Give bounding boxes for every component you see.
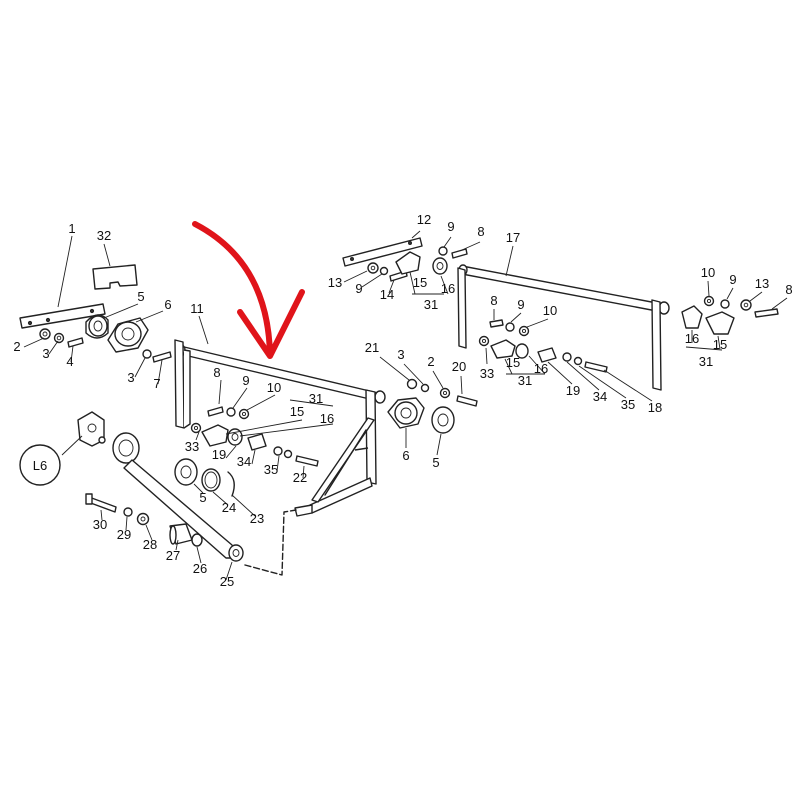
part-label-16: 16 — [441, 281, 455, 296]
hardware-33-34-35-22 — [190, 422, 319, 467]
part-label-26: 26 — [193, 561, 207, 576]
part-label-16: 16 — [534, 361, 548, 376]
part-label-13: 13 — [328, 275, 342, 290]
part-label-18: 18 — [648, 400, 662, 415]
callout-l6-text: L6 — [33, 458, 47, 473]
housing-6-left — [107, 317, 149, 353]
part-label-10: 10 — [701, 265, 715, 280]
bar-1 — [19, 303, 106, 329]
part-label-8: 8 — [490, 293, 497, 308]
part-label-21: 21 — [365, 340, 379, 355]
part-label-33: 33 — [185, 439, 199, 454]
part-label-31: 31 — [309, 391, 323, 406]
frame-11 — [174, 339, 386, 517]
part-label-6: 6 — [402, 448, 409, 463]
part-label-33: 33 — [480, 366, 494, 381]
part-label-9: 9 — [242, 373, 249, 388]
part-label-15: 15 — [290, 404, 304, 419]
part-label-29: 29 — [117, 527, 131, 542]
part-label-12: 12 — [417, 212, 431, 227]
leader-lines-misc — [23, 235, 209, 385]
part-label-28: 28 — [143, 537, 157, 552]
part-label-22: 22 — [293, 470, 307, 485]
part-label-4: 4 — [66, 354, 73, 369]
callout-l6: L6 — [19, 444, 61, 486]
part-label-16: 16 — [320, 411, 334, 426]
part-label-19: 19 — [212, 447, 226, 462]
part-label-25: 25 — [220, 574, 234, 589]
hardware-2-3-4 — [39, 328, 84, 348]
part-label-34: 34 — [237, 454, 251, 469]
part-label-19: 19 — [566, 383, 580, 398]
part-label-3: 3 — [127, 370, 134, 385]
bracket-15-16-right — [478, 335, 653, 402]
hardware-9-8-right-top — [438, 236, 481, 259]
part-label-8: 8 — [213, 365, 220, 380]
hardware-13-9-14 — [343, 262, 408, 294]
red-arrow-annotation — [192, 221, 305, 359]
part-label-35: 35 — [264, 462, 278, 477]
arm-25 — [112, 432, 244, 581]
part-label-8: 8 — [477, 224, 484, 239]
part-label-15: 15 — [413, 275, 427, 290]
bearing-5-right — [431, 406, 455, 456]
part-label-5: 5 — [137, 289, 144, 304]
part-label-10: 10 — [267, 380, 281, 395]
part-label-10: 10 — [543, 303, 557, 318]
part-label-24: 24 — [222, 500, 236, 515]
hardware-8-9-10-left — [207, 406, 250, 420]
bracket-15-16-right-top — [395, 251, 449, 295]
bearing-5-left — [85, 314, 109, 339]
part-label-31: 31 — [699, 354, 713, 369]
part-label-35: 35 — [621, 397, 635, 412]
part-label-7: 7 — [153, 376, 160, 391]
part-label-20: 20 — [452, 359, 466, 374]
part-label-5: 5 — [199, 490, 206, 505]
part-label-5: 5 — [432, 455, 439, 470]
part-label-6: 6 — [164, 297, 171, 312]
leader-lines-left — [195, 379, 334, 479]
hardware-21-3-2-20 — [379, 356, 478, 407]
part-label-15: 15 — [713, 337, 727, 352]
bar-12 — [342, 230, 423, 267]
housing-6-right — [387, 397, 425, 448]
hardware-3-7 — [142, 349, 172, 363]
part-label-16: 16 — [685, 331, 699, 346]
part-label-3: 3 — [42, 346, 49, 361]
hardware-8-9-10-right — [489, 309, 549, 337]
bracket-l6 — [61, 411, 106, 456]
part-label-9: 9 — [729, 272, 736, 287]
part-label-1: 1 — [68, 221, 75, 236]
part-label-15: 15 — [506, 355, 520, 370]
part-label-2: 2 — [13, 339, 20, 354]
part-label-17: 17 — [506, 230, 520, 245]
frame-17 — [457, 245, 670, 391]
reference-line — [244, 509, 297, 576]
part-label-27: 27 — [166, 548, 180, 563]
part-label-8: 8 — [785, 282, 792, 297]
part-label-11: 11 — [190, 301, 204, 316]
bracket-15-16-left — [201, 424, 267, 451]
part-label-9: 9 — [447, 219, 454, 234]
part-label-31: 31 — [424, 297, 438, 312]
part-label-3: 3 — [397, 347, 404, 362]
bearing-lower-5-24-23 — [174, 458, 256, 517]
part-label-31: 31 — [518, 373, 532, 388]
hardware-26-30 — [85, 493, 203, 564]
plate-32 — [92, 264, 138, 290]
part-label-34: 34 — [593, 389, 607, 404]
part-label-23: 23 — [250, 511, 264, 526]
part-label-9: 9 — [517, 297, 524, 312]
part-label-9: 9 — [355, 281, 362, 296]
part-label-32: 32 — [97, 228, 111, 243]
hardware-far-right — [681, 280, 788, 351]
part-label-13: 13 — [755, 276, 769, 291]
part-label-30: 30 — [93, 517, 107, 532]
part-label-14: 14 — [380, 287, 394, 302]
part-label-2: 2 — [427, 354, 434, 369]
